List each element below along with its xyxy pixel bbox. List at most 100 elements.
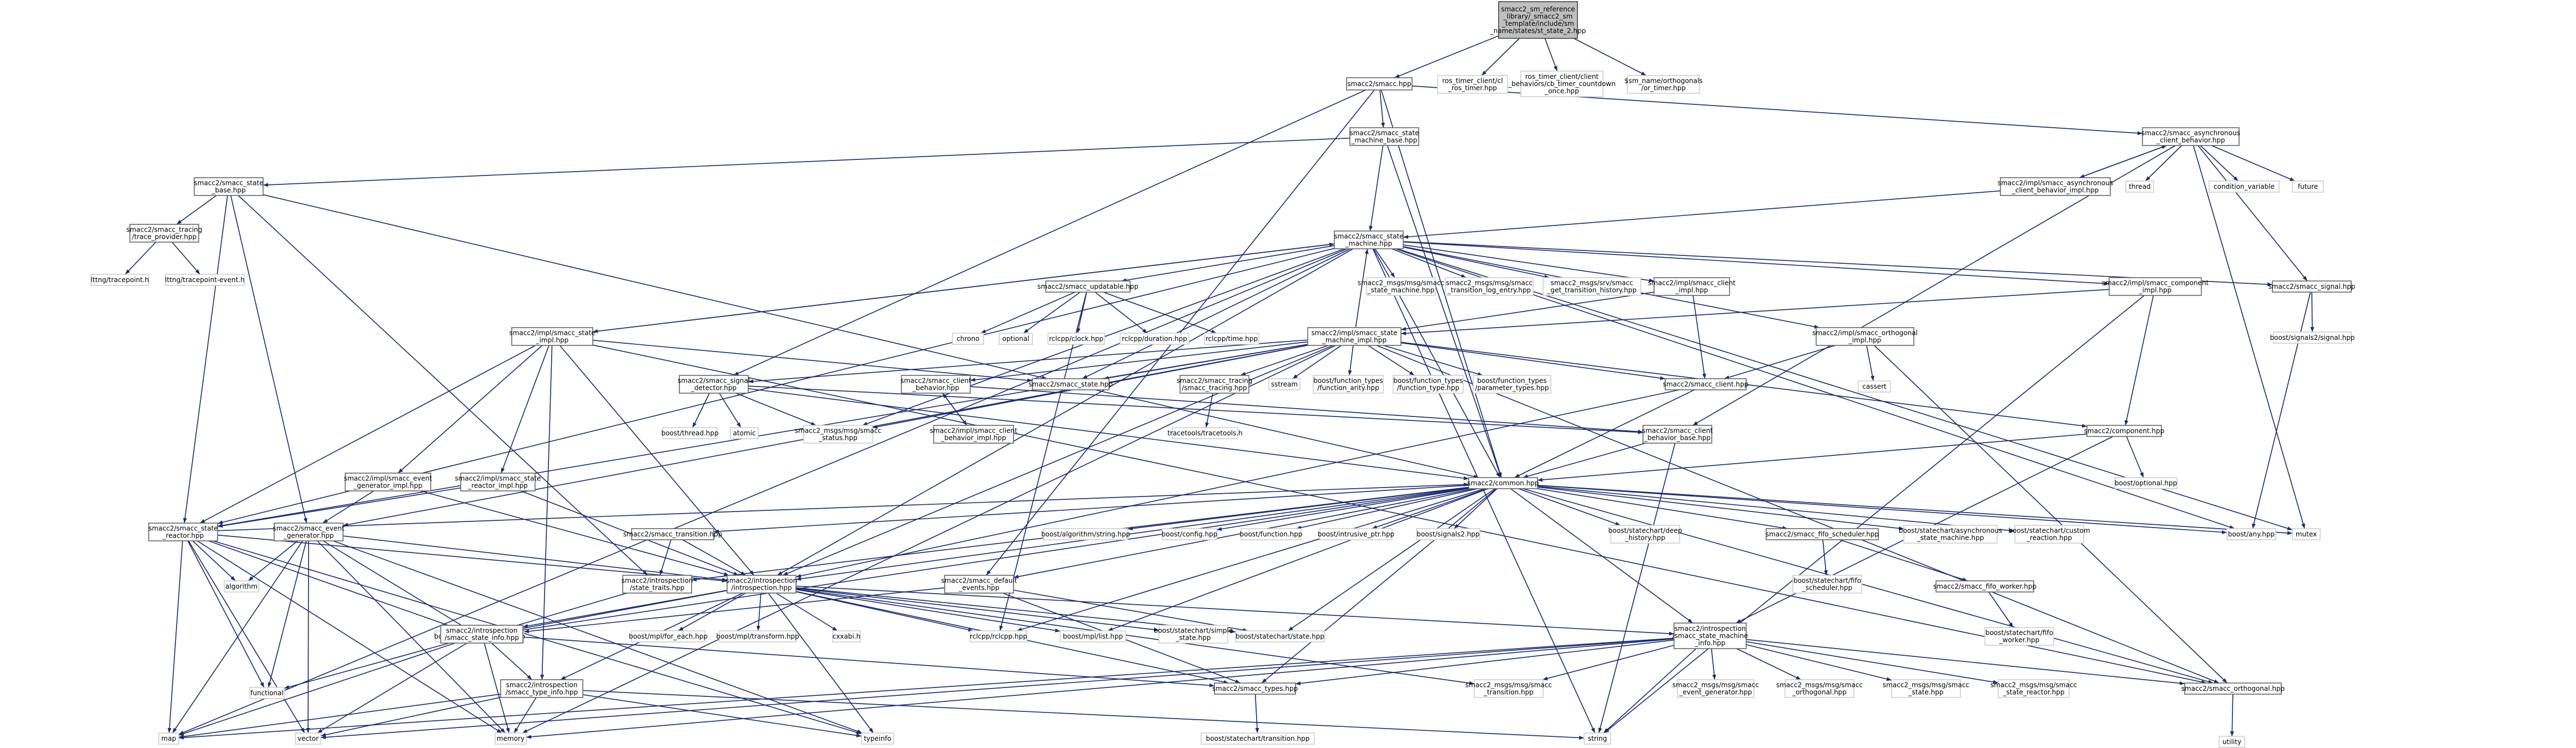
node-state-reactor[interactable]: smacc2/smacc_state_reactor.hpp [148, 523, 218, 541]
node-signal[interactable]: smacc2/smacc_signal.hpp [2269, 280, 2356, 293]
node-smacc[interactable]: smacc2/smacc.hpp [1346, 77, 1413, 91]
node-event-generator-impl[interactable]: smacc2/impl/smacc_event_generator_impl.h… [344, 473, 432, 491]
node-msg-transition-log[interactable]: smacc2_msgs/msg/smacc_transition_log_ent… [1445, 277, 1534, 296]
node-b-algo-string[interactable]: boost/algorithm/string.hpp [1041, 528, 1130, 540]
node-smacc-tracing[interactable]: smacc2/smacc_tracing/smacc_tracing.hpp [1177, 375, 1253, 394]
node-component[interactable]: smacc2/component.hpp [2084, 425, 2165, 437]
node-map[interactable]: map [158, 732, 179, 745]
node-client[interactable]: smacc2/smacc_client.hpp [1663, 378, 1748, 390]
node-cb-timer[interactable]: ros_timer_client/client_behaviors/cb_tim… [1508, 71, 1616, 97]
node-boost-signals2-signal[interactable]: boost/signals2/signal.hpp [2270, 332, 2355, 344]
node-msg-state-reactor[interactable]: smacc2_msgs/msg/smacc_state_reactor.hpp [1990, 679, 2077, 698]
node-bf-type[interactable]: boost/function_types/function_type.hpp [1393, 375, 1464, 394]
node-msg-transition[interactable]: smacc2_msgs/msg/smacc_transition.hpp [1465, 679, 1552, 698]
node-smacc-types[interactable]: smacc2/smacc_types.hpp [1212, 682, 1298, 695]
node-label-line: smacc2/smacc_tracing [127, 226, 203, 234]
node-atomic[interactable]: atomic [730, 427, 759, 439]
node-async-cb[interactable]: smacc2/smacc_asynchronous_client_behavio… [2141, 127, 2240, 146]
node-optional[interactable]: optional [999, 333, 1033, 345]
node-root[interactable]: smacc2_sm_reference_library/_smacc2_sm_t… [1490, 1, 1586, 39]
node-b-state[interactable]: boost/statechart/state.hpp [1235, 630, 1325, 642]
node-async-cb-impl[interactable]: smacc2/impl/smacc_asynchronous_client_be… [1998, 177, 2113, 196]
node-future[interactable]: future [2292, 180, 2324, 193]
node-thread[interactable]: thread [2125, 180, 2154, 193]
node-updatable[interactable]: smacc2/smacc_updatable.hpp [1037, 280, 1138, 293]
node-fifo-scheduler[interactable]: smacc2/smacc_fifo_scheduler.hpp [1766, 528, 1879, 540]
node-functional[interactable]: functional [249, 687, 285, 699]
node-msg-orthogonal[interactable]: smacc2_msgs/msg/smacc_orthogonal.hpp [1776, 679, 1863, 698]
node-lttng-tp[interactable]: lttng/tracepoint.h [90, 274, 149, 286]
node-cassert[interactable]: cassert [1858, 380, 1891, 393]
node-lttng-tpe[interactable]: lttng/tracepoint-event.h [165, 274, 245, 286]
node-b-simple-state[interactable]: boost/statechart/simple_state.hpp [1154, 625, 1233, 644]
node-utility[interactable]: utility [2219, 736, 2245, 748]
node-rclcpp-clock[interactable]: rclcpp/clock.hpp [1047, 333, 1105, 345]
node-state-impl[interactable]: smacc2/impl/smacc_state_impl.hpp [509, 327, 596, 346]
node-client-behavior[interactable]: smacc2/smacc_client_behavior.hpp [900, 375, 971, 394]
node-state-info[interactable]: smacc2/introspection/smacc_state_info.hp… [440, 625, 523, 644]
node-boost-any[interactable]: boost/any.hpp [2226, 528, 2276, 540]
node-msg-event-generator[interactable]: smacc2_msgs/msg/smacc_event_generator.hp… [1672, 679, 1759, 698]
node-smacc-transition[interactable]: smacc2/smacc_transition.hpp [623, 528, 722, 540]
node-msg-status[interactable]: smacc2_msgs/msg/smacc_status.hpp [795, 425, 881, 444]
node-client-behavior-impl[interactable]: smacc2/impl/smacc_client_behavior_impl.h… [930, 425, 1017, 444]
node-memory[interactable]: memory [495, 732, 527, 745]
node-tracetools[interactable]: tracetools/tracetools.h [1167, 427, 1243, 439]
node-b-deep-history[interactable]: boost/statechart/deep_history.hpp [1609, 525, 1682, 544]
node-orthogonal-impl[interactable]: smacc2/impl/smacc_orthogonal_impl.hpp [1812, 327, 1918, 346]
node-rclcpp-time[interactable]: rclcpp/time.hpp [1204, 333, 1259, 345]
node-ros-timer[interactable]: ros_timer_client/cl_ros_timer.hpp [1437, 75, 1508, 94]
node-sm-impl[interactable]: smacc2/impl/smacc_state_machine_impl.hpp [1307, 327, 1402, 346]
node-chrono[interactable]: chrono [952, 333, 984, 345]
node-fifo-worker[interactable]: smacc2/smacc_fifo_worker.hpp [1933, 580, 2036, 593]
node-cxxabi[interactable]: cxxabi.h [832, 630, 861, 642]
node-b-intrusive-ptr[interactable]: boost/intrusive_ptr.hpp [1318, 528, 1394, 540]
node-mutex[interactable]: mutex [2292, 528, 2321, 540]
node-default-events[interactable]: smacc2/smacc_default_events.hpp [941, 575, 1017, 594]
node-bf-arity[interactable]: boost/function_types/function_arity.hpp [1313, 375, 1384, 394]
node-algorithm[interactable]: algorithm [224, 580, 259, 593]
node-b-config[interactable]: boost/config.hpp [1162, 528, 1218, 540]
node-b-function[interactable]: boost/function.hpp [1240, 528, 1303, 540]
node-b-transition[interactable]: boost/statechart/transition.hpp [1201, 732, 1315, 745]
node-msg-state-machine[interactable]: smacc2_msgs/msg/smacc_state_machine.hpp [1358, 277, 1444, 296]
node-b-custom-reaction[interactable]: boost/statechart/custom_reaction.hpp [2008, 525, 2090, 544]
node-b-fifo-worker[interactable]: boost/statechart/fifo_worker.hpp [1984, 627, 2054, 646]
node-b-async-sm[interactable]: boost/statechart/asynchronous_state_mach… [1899, 525, 2002, 544]
node-typeinfo[interactable]: typeinfo [861, 732, 894, 745]
node-component-impl[interactable]: smacc2/impl/smacc_component_impl.hpp [2102, 277, 2209, 296]
node-state-machine-base[interactable]: smacc2/smacc_state_machine_base.hpp [1349, 127, 1419, 146]
node-b-for-each[interactable]: boost/mpl/for_each.hpp [629, 630, 708, 642]
node-signal-detector[interactable]: smacc2/smacc_signal_detector.hpp [678, 375, 750, 394]
node-orthogonal[interactable]: smacc2/smacc_orthogonal.hpp [2181, 682, 2285, 695]
node-boost-optional[interactable]: boost/optional.hpp [2114, 477, 2177, 489]
node-sstream[interactable]: sstream [1268, 378, 1300, 390]
node-condvar[interactable]: condition_variable [2209, 180, 2280, 193]
node-bf-param[interactable]: boost/function_types/parameter_types.hpp [1473, 375, 1551, 394]
node-boost-thread[interactable]: boost/thread.hpp [661, 427, 719, 439]
node-client-impl[interactable]: smacc2/impl/smacc_client_impl.hpp [1648, 277, 1736, 296]
node-srv-transition-history[interactable]: smacc2_msgs/srv/smacc_get_transition_his… [1542, 277, 1641, 296]
node-state-machine[interactable]: smacc2/smacc_state_machine.hpp [1334, 230, 1404, 249]
node-b-transform[interactable]: boost/mpl/transform.hpp [716, 630, 799, 642]
node-string[interactable]: string [1584, 732, 1611, 745]
node-state-base[interactable]: smacc2/smacc_state_base.hpp [194, 177, 264, 196]
node-b-signals2[interactable]: boost/signals2.hpp [1416, 528, 1480, 540]
node-trace-provider[interactable]: smacc2/smacc_tracing/trace_provider.hpp [127, 224, 203, 243]
node-rclcpp[interactable]: rclcpp/rclcpp.hpp [970, 630, 1027, 642]
node-b-list[interactable]: boost/mpl/list.hpp [1060, 630, 1126, 642]
node-msg-state[interactable]: smacc2_msgs/msg/smacc_state.hpp [1883, 679, 1969, 698]
node-state-reactor-impl[interactable]: smacc2/impl/smacc_state_reactor_impl.hpp [455, 473, 541, 491]
node-event-generator[interactable]: smacc2/smacc_event_generator.hpp [273, 523, 345, 541]
node-state-traits[interactable]: smacc2/introspection/state_traits.hpp [622, 575, 693, 594]
node-smacc-state[interactable]: smacc2/smacc_state.hpp [1029, 378, 1113, 390]
node-sm-info[interactable]: smacc2/introspection/smacc_state_machine… [1672, 623, 1748, 649]
node-type-info[interactable]: smacc2/introspection/smacc_type_info.hpp [500, 679, 583, 698]
node-or-timer[interactable]: $sm_name/orthogonals/or_timer.hpp [1624, 75, 1703, 94]
node-rclcpp-duration[interactable]: rclcpp/duration.hpp [1120, 333, 1189, 345]
node-b-fifo-scheduler[interactable]: boost/statechart/fifo_scheduler.hpp [1792, 575, 1862, 594]
node-client-behavior-base[interactable]: smacc2/smacc_client_behavior_base.hpp [1642, 425, 1713, 444]
node-introspection[interactable]: smacc2/introspection/introspection.hpp [726, 575, 798, 594]
node-common[interactable]: smacc2/common.hpp [1467, 477, 1539, 489]
node-vector[interactable]: vector [295, 732, 321, 745]
